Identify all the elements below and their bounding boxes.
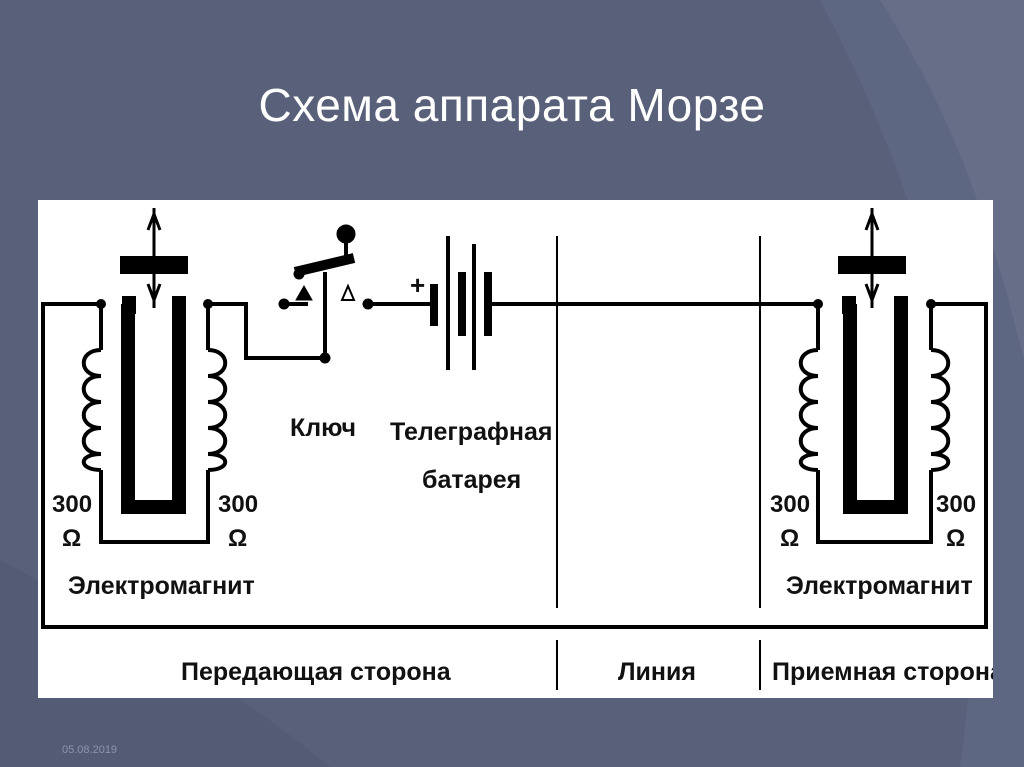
telegraph-key	[278, 224, 374, 364]
battery-label-1: Телеграфная	[390, 418, 552, 446]
right-arrow-icon	[864, 208, 880, 308]
right-ohm-2: Ω	[946, 525, 965, 552]
right-ohm-1: Ω	[780, 525, 799, 552]
section-receive: Приемная сторона	[772, 658, 993, 686]
morse-diagram-panel: 300 Ω 300 Ω Электромагнит Ключ + Телегра…	[38, 200, 993, 698]
left-resistance-2: 300	[218, 491, 258, 518]
key-label: Ключ	[290, 414, 356, 442]
telegraph-battery	[430, 236, 498, 370]
right-resistance-1: 300	[770, 491, 810, 518]
left-resistance-1: 300	[52, 491, 92, 518]
plus-sign: +	[410, 270, 425, 300]
right-magnet-core	[843, 304, 908, 514]
left-ohm-1: Ω	[62, 525, 81, 552]
morse-circuit-diagram: 300 Ω 300 Ω Электромагнит Ключ + Телегра…	[41, 208, 993, 690]
right-coil-a	[798, 348, 819, 472]
battery-label-2: батарея	[422, 466, 521, 494]
slide-title: Схема аппарата Морзе	[258, 79, 766, 131]
left-coil-b	[207, 348, 228, 472]
left-magnet-label: Электромагнит	[68, 572, 255, 600]
slide-date: 05.08.2019	[62, 744, 118, 756]
left-magnet-core	[121, 304, 186, 514]
left-arrow-icon	[146, 208, 162, 308]
right-resistance-2: 300	[936, 491, 976, 518]
right-coil-b	[930, 348, 951, 472]
left-ohm-2: Ω	[228, 525, 247, 552]
key-wire	[208, 302, 325, 360]
right-magnet-label: Электромагнит	[786, 572, 973, 600]
section-transmit: Передающая сторона	[181, 658, 452, 686]
left-coil-a	[81, 348, 102, 472]
section-line: Линия	[618, 658, 696, 686]
